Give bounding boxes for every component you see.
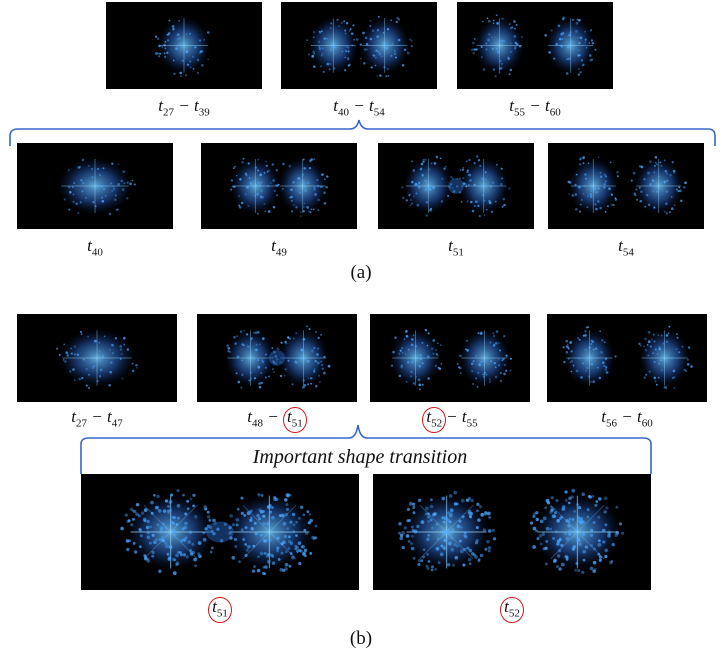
highlight-circle-t52-detail: t52 — [500, 597, 524, 624]
a-detail-panel-3 — [378, 143, 534, 229]
highlight-circle-t51-detail: t51 — [208, 597, 232, 624]
b-caption: (b) — [349, 628, 373, 649]
b-top-panel-2 — [197, 314, 357, 402]
b-top-panel-3 — [370, 314, 530, 402]
b-top-panel-4-image — [562, 325, 693, 390]
a-top-panel-2-image — [306, 15, 414, 78]
a-detail-panel-2-image — [230, 157, 329, 218]
a-top-label-3: t55 − t60 — [509, 96, 561, 119]
a-top-panel-1 — [106, 2, 262, 89]
a-top-panel-1-image — [154, 16, 211, 78]
a-top-label-2: t40 − t54 — [333, 96, 385, 119]
a-top-panel-2 — [281, 2, 437, 89]
b-top-panel-3-image — [389, 328, 513, 391]
b-top-panel-4 — [547, 314, 707, 402]
a-caption: (a) — [350, 262, 372, 283]
b-top-panel-1 — [17, 314, 177, 402]
highlight-circle-t51-top: t51 — [282, 407, 307, 434]
a-detail-label-4: t54 — [618, 236, 634, 259]
b-detail-panel-1-image — [120, 489, 318, 576]
b-detail-label-1: t51 — [180, 597, 260, 624]
highlight-circle-t52-top: t52 — [422, 407, 447, 434]
b-top-label-2: t48 − t51 — [207, 407, 347, 434]
b-top-label-4: t56 − t60 — [601, 407, 653, 430]
a-detail-panel-4 — [548, 143, 704, 229]
b-top-label-1: t27 − t47 — [71, 407, 123, 430]
b-detail-panel-2-image — [398, 488, 625, 575]
b-detail-label-2: t52 — [472, 597, 552, 624]
a-top-panel-3 — [457, 2, 613, 89]
a-detail-label-1: t40 — [87, 236, 103, 259]
a-detail-panel-2 — [201, 143, 357, 229]
a-top-label-1: t27 − t39 — [158, 96, 210, 119]
transition-title: Important shape transition — [252, 446, 468, 468]
a-detail-label-2: t49 — [271, 236, 287, 259]
b-detail-panel-2 — [373, 474, 651, 590]
b-top-label-3: t52− t55 — [380, 407, 520, 434]
b-top-panel-2-image — [225, 325, 331, 389]
b-detail-panel-1 — [81, 474, 359, 590]
b-top-panel-1-image — [56, 328, 138, 389]
a-detail-panel-4-image — [567, 155, 687, 215]
a-detail-panel-1-image — [57, 157, 136, 216]
a-detail-panel-1 — [17, 143, 173, 229]
a-detail-label-3: t51 — [448, 236, 464, 259]
a-detail-panel-3-image — [401, 155, 511, 218]
a-top-panel-3-image — [471, 14, 597, 78]
